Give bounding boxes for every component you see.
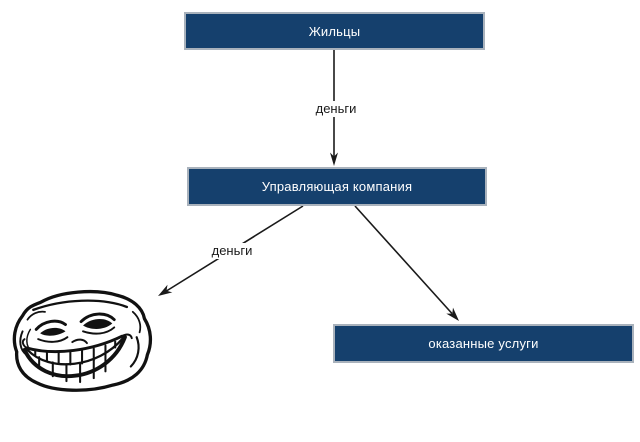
node-rendered-services-label: оказанные услуги: [428, 336, 539, 351]
edge-label-money-top: деньги: [311, 101, 361, 117]
edge-label-money-left: деньги: [207, 243, 257, 259]
node-management-company-label: Управляющая компания: [261, 179, 413, 194]
node-residents: Жильцы: [184, 12, 485, 50]
node-rendered-services: оказанные услуги: [333, 324, 634, 363]
arrow-management-to-services: [354, 205, 459, 321]
node-management-company: Управляющая компания: [187, 167, 487, 206]
trollface-image: [12, 289, 153, 392]
node-residents-label: Жильцы: [308, 23, 361, 39]
